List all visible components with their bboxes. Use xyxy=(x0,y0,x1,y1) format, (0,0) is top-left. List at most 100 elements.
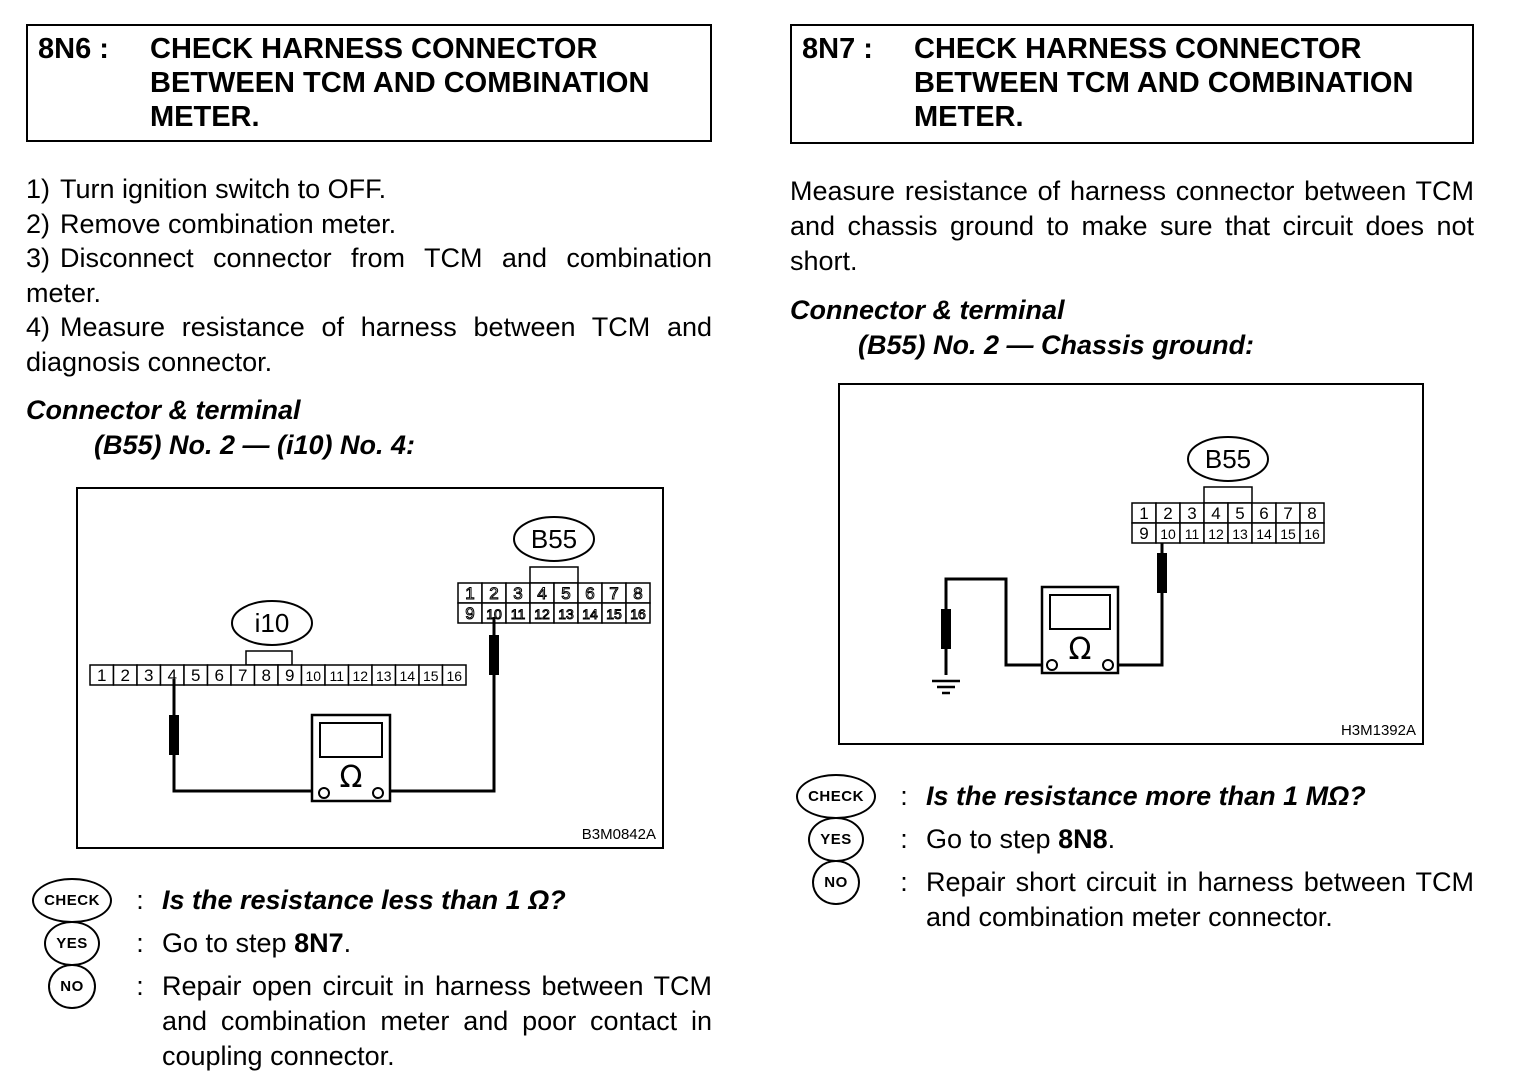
figure-code: B3M0842A xyxy=(581,826,656,843)
check-question: Is the resistance more than 1 MΩ? xyxy=(926,781,1366,811)
connector-pin xyxy=(625,602,651,624)
section-8n6: 8N6 : CHECK HARNESS CONNECTOR BETWEEN TC… xyxy=(26,24,712,1082)
step-code: 8N7 : xyxy=(802,33,873,65)
procedure-list: 1)Turn ignition switch to OFF. 2)Remove … xyxy=(26,172,712,379)
pin-number: 14 xyxy=(1256,526,1272,542)
yes-badge: YES xyxy=(790,816,882,862)
decision-block: CHECK : Is the resistance more than 1 MΩ… xyxy=(790,773,1474,935)
pin-number: 13 xyxy=(558,606,574,622)
no-answer: Repair short circuit in harness between … xyxy=(926,867,1474,932)
pin-number: 10 xyxy=(486,606,502,622)
b55-label-ellipse xyxy=(1187,436,1269,482)
connector-pin xyxy=(441,664,467,686)
check-question: Is the resistance less than 1 Ω? xyxy=(162,885,566,915)
pin-number: 6 xyxy=(1259,504,1268,523)
pin-number: 12 xyxy=(1208,526,1224,542)
pin-number: 16 xyxy=(446,668,462,684)
pin-number: 12 xyxy=(534,606,550,622)
connector-heading: Connector & terminal xyxy=(26,395,301,425)
no-answer: Repair open circuit in harness between T… xyxy=(162,971,712,1071)
procedure-step: 3)Disconnect connector from TCM and comb… xyxy=(26,243,712,308)
pin-number: 5 xyxy=(1235,504,1244,523)
pin-number: 2 xyxy=(121,666,130,685)
pin-number: 14 xyxy=(399,668,415,684)
yes-answer: Go to step 8N7. xyxy=(162,928,352,958)
pin-number: 9 xyxy=(285,666,294,685)
pin-number: 12 xyxy=(352,668,368,684)
probe-wire-right xyxy=(378,617,496,793)
pin-number: 3 xyxy=(513,584,522,603)
next-step-link: 8N8 xyxy=(1058,824,1108,854)
pin-number: 15 xyxy=(1280,526,1296,542)
pin-number: 2 xyxy=(1163,504,1172,523)
i10-label-ellipse xyxy=(231,600,313,646)
meter-display xyxy=(319,722,383,758)
ground-wire xyxy=(944,577,1056,675)
pin-number: 4 xyxy=(1211,504,1220,523)
pin-number: 1 xyxy=(465,584,474,603)
procedure-step: 4)Measure resistance of harness between … xyxy=(26,312,712,377)
no-badge: NO xyxy=(26,963,118,1009)
check-badge: CHECK xyxy=(790,773,882,819)
check-badge: CHECK xyxy=(26,877,118,923)
no-badge: NO xyxy=(790,859,882,905)
probe-wire-right xyxy=(1112,543,1164,667)
decision-block: CHECK : Is the resistance less than 1 Ω?… xyxy=(26,877,712,1074)
probe-right xyxy=(1157,553,1167,593)
step-title: CHECK HARNESS CONNECTOR BETWEEN TCM AND … xyxy=(150,33,650,133)
step-header-8n7: 8N7 : CHECK HARNESS CONNECTOR BETWEEN TC… xyxy=(790,24,1474,144)
pin-number: 11 xyxy=(329,668,344,684)
pin-number: 13 xyxy=(376,668,392,684)
pin-number: 5 xyxy=(561,584,570,603)
yes-badge: YES xyxy=(26,920,118,966)
next-step-link: 8N7 xyxy=(294,928,344,958)
pin-number: 9 xyxy=(465,604,474,623)
connector-spec: (B55) No. 2 — (i10) No. 4: xyxy=(94,430,416,460)
pin-number: 5 xyxy=(191,666,200,685)
pin-number: 11 xyxy=(511,606,526,622)
probe-right xyxy=(489,635,499,675)
pin-number: 2 xyxy=(489,584,498,603)
step-code: 8N6 : xyxy=(38,33,109,65)
pin-number: 7 xyxy=(1283,504,1292,523)
pin-number: 3 xyxy=(1187,504,1196,523)
pin-number: 8 xyxy=(633,584,642,603)
pin-number: 6 xyxy=(585,584,594,603)
pin-number: 4 xyxy=(168,666,177,685)
pin-number: 10 xyxy=(305,668,321,684)
pin-number: 8 xyxy=(1307,504,1316,523)
pin-number: 3 xyxy=(144,666,153,685)
pin-number: 15 xyxy=(423,668,439,684)
connector-spec: (B55) No. 2 — Chassis ground: xyxy=(858,330,1255,360)
procedure-step: 1)Turn ignition switch to OFF. xyxy=(26,174,387,204)
ohm-symbol: Ω xyxy=(1069,632,1092,667)
b55-label: B55 xyxy=(1205,444,1251,474)
i10-label: i10 xyxy=(255,608,290,638)
pin-number: 6 xyxy=(215,666,224,685)
pin-number: 10 xyxy=(1160,526,1176,542)
pin-number: 13 xyxy=(1232,526,1248,542)
section-8n7: 8N7 : CHECK HARNESS CONNECTOR BETWEEN TC… xyxy=(790,24,1474,943)
probe-wire-left xyxy=(172,679,314,793)
pin-number: 14 xyxy=(582,606,598,622)
pin-number: 16 xyxy=(630,606,646,622)
step-title: CHECK HARNESS CONNECTOR BETWEEN TCM AND … xyxy=(914,33,1414,133)
b55-label: B55 xyxy=(531,524,577,554)
yes-answer: Go to step 8N8. xyxy=(926,824,1116,854)
pin-number: 16 xyxy=(1304,526,1320,542)
pin-number: 9 xyxy=(1139,524,1148,543)
procedure-step: 2)Remove combination meter. xyxy=(26,208,397,239)
pin-number: 8 xyxy=(262,666,271,685)
pin-number: 1 xyxy=(1139,504,1148,523)
probe-left xyxy=(169,715,179,755)
connector-heading: Connector & terminal xyxy=(790,295,1065,325)
connector-pin xyxy=(1299,522,1325,544)
pin-number: 7 xyxy=(238,666,247,685)
instruction-text: Measure resistance of harness connector … xyxy=(790,176,1474,276)
